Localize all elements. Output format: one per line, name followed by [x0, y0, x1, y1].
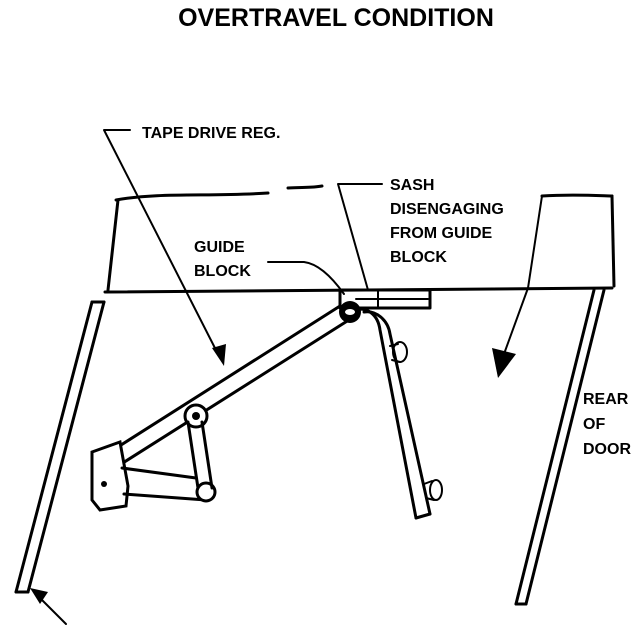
diagram-title: OVERTRAVEL CONDITION: [178, 4, 494, 32]
label-sash-line-4: BLOCK: [390, 249, 447, 266]
leader-lines: [30, 129, 543, 625]
label-rear-line-3: DOOR: [583, 441, 631, 458]
rear-door-rail: [514, 288, 606, 606]
label-rear-line-1: REAR: [583, 391, 629, 408]
label-guide-line-1: GUIDE: [194, 239, 245, 256]
label-rear-line-2: OF: [583, 416, 605, 433]
regulator-arm: [108, 301, 361, 468]
window-glass: [103, 184, 616, 294]
label-guide-line-2: BLOCK: [194, 263, 251, 280]
label-sash-line-2: DISENGAGING: [390, 201, 504, 218]
sash-channel: [350, 307, 443, 520]
lower-linkage: [90, 403, 217, 512]
label-sash-line-3: FROM GUIDE: [390, 225, 493, 242]
label-tape-drive-reg: TAPE DRIVE REG.: [142, 125, 280, 142]
label-sash-line-1: SASH: [390, 177, 434, 194]
left-door-rail: [14, 300, 106, 594]
